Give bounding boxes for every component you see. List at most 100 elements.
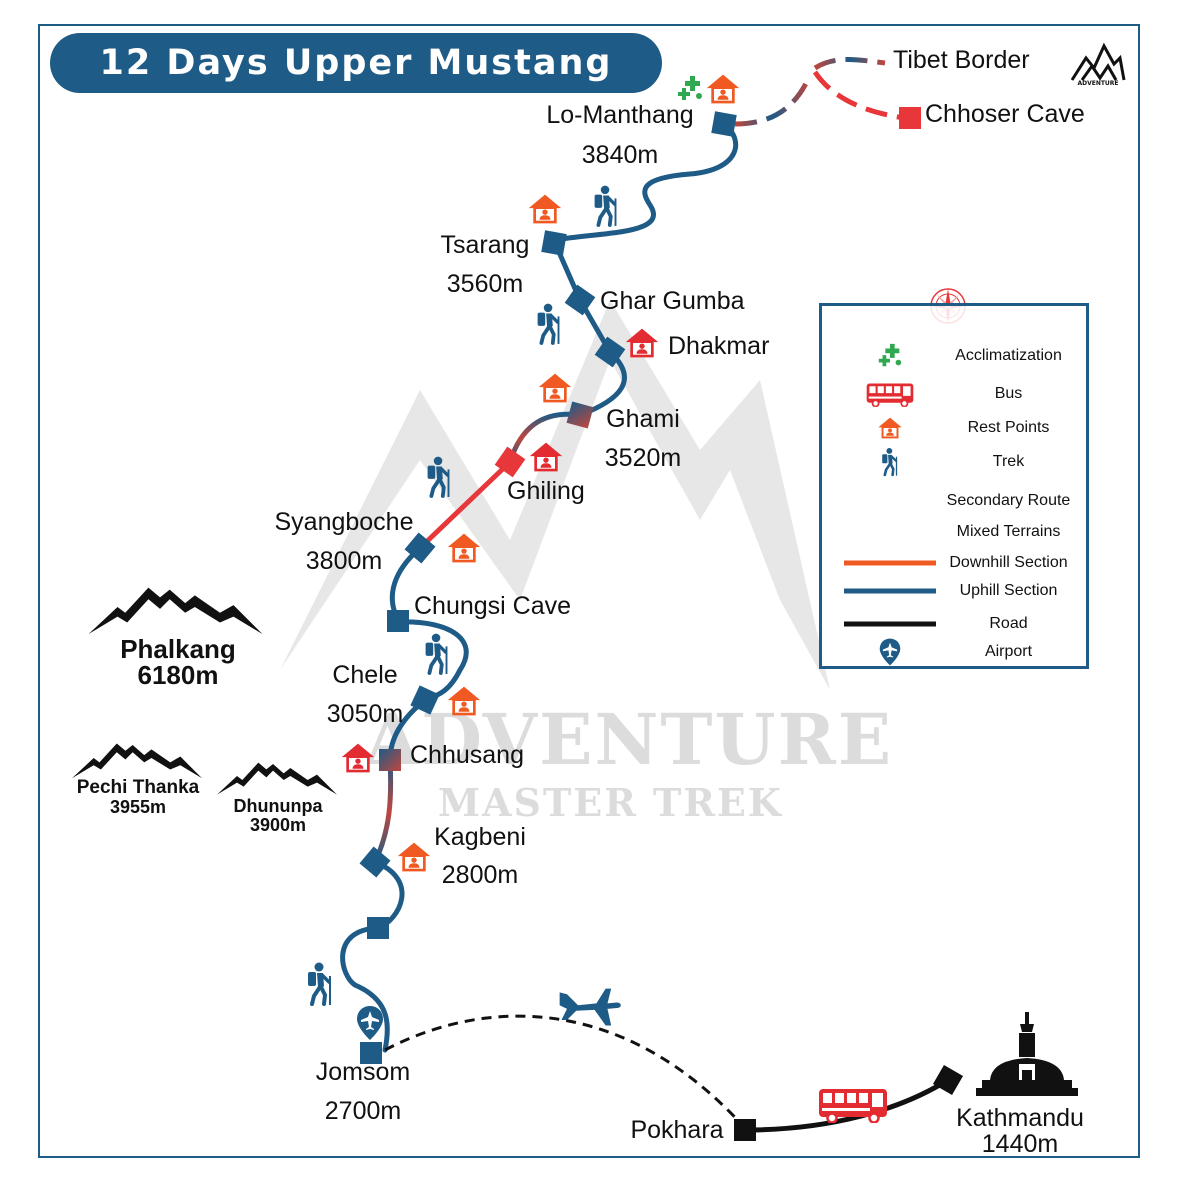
- legend-label: Bus: [994, 385, 1023, 402]
- altitude-chele: 3050m: [326, 700, 404, 728]
- hiker-icon: [535, 302, 561, 346]
- dashed-line-icon: [844, 498, 936, 504]
- stop-chele: [410, 685, 440, 715]
- acclimatization-icon: [678, 76, 702, 100]
- label-lo-manthang: Lo-Manthang: [546, 101, 694, 129]
- legend-row-secondary-route: Secondary Route: [822, 486, 1086, 516]
- house-icon: [397, 842, 431, 872]
- altitude-syangboche: 3800m: [305, 547, 383, 575]
- legend-row-trek: Trek: [822, 447, 1086, 477]
- phalkang-mountain-icon: [88, 587, 263, 635]
- label-dhakmar: Dhakmar: [668, 332, 770, 360]
- dhununpa-mountain-icon: [217, 762, 337, 795]
- stop-chhusang: [379, 749, 401, 771]
- segment-chungsi-chele: [395, 619, 469, 703]
- altitude-kagbeni: 2800m: [441, 861, 519, 889]
- stop-waypoint: [367, 917, 389, 939]
- peak-phalkang-altitude: 6180m: [137, 660, 219, 690]
- label-kathmandu: Kathmandu: [956, 1104, 1084, 1132]
- legend-label: Secondary Route: [946, 492, 1071, 509]
- peak-pechi-thanka-altitude: 3955m: [109, 797, 167, 817]
- stop-markers: [359, 107, 964, 1141]
- page-title: 12 Days Upper Mustang Trek: [50, 33, 662, 143]
- altitude-jomsom: 2700m: [324, 1097, 402, 1125]
- map-frame: [38, 24, 1140, 1158]
- label-chhusang: Chhusang: [410, 741, 524, 769]
- legend-row-airport: Airport: [822, 637, 1086, 667]
- altitude-tsarang: 3560m: [446, 270, 524, 298]
- label-ghami: Ghami: [606, 405, 680, 433]
- red-line-icon: [844, 560, 936, 566]
- stop-pokhara: [734, 1119, 756, 1141]
- black-line-icon: [844, 621, 936, 627]
- house-icon: [447, 686, 481, 716]
- stop-tsarang: [541, 230, 567, 256]
- stop-ghar-gumba: [564, 284, 596, 316]
- gradient-line-icon: [844, 529, 936, 535]
- label-kagbeni: Kagbeni: [434, 823, 526, 851]
- legend-label: Acclimatization: [955, 347, 1062, 364]
- stop-chungsi: [387, 610, 409, 632]
- peak-phalkang-name: Phalkang: [120, 634, 236, 664]
- stop-jomsom: [360, 1042, 382, 1064]
- stop-kathmandu: [932, 1064, 964, 1096]
- altitude-ghami: 3520m: [604, 444, 682, 472]
- stop-kagbeni: [359, 846, 391, 878]
- segment-chhusang-kagbeni: [372, 757, 394, 865]
- legend-row-bus: Bus: [822, 379, 1086, 409]
- legend-label: Mixed Terrains: [956, 523, 1061, 540]
- house-icon: [877, 416, 903, 440]
- plus-cross-icon: [876, 342, 904, 370]
- label-chhoser-cave: Chhoser Cave: [925, 100, 1085, 128]
- altitude-lo-manthang: 3840m: [581, 141, 659, 169]
- segment-kagbeni-jomsom: [340, 859, 405, 1053]
- segment-ghiling-syangboche: [417, 459, 513, 551]
- label-pokhara: Pokhara: [630, 1116, 724, 1144]
- legend-row-road: Road: [822, 609, 1086, 639]
- label-chele: Chele: [332, 661, 398, 689]
- label-tsarang: Tsarang: [440, 231, 530, 259]
- logo-text: ADVENTURE: [1077, 80, 1119, 87]
- hiker-icon: [423, 632, 449, 676]
- label-chungsi-cave: Chungsi Cave: [414, 592, 572, 620]
- trek-route: [340, 121, 739, 1053]
- secondary-route: [734, 57, 906, 127]
- stop-syangboche: [404, 532, 436, 564]
- altitude-kathmandu: 1440m: [981, 1130, 1059, 1158]
- stop-lomanthang: [711, 111, 737, 137]
- flight-path: [384, 1014, 747, 1130]
- segment-lomanthang-tsarang: [552, 121, 739, 243]
- legend-row-uphill: Uphill Section: [822, 576, 1086, 606]
- label-jomsom: Jomsom: [315, 1058, 411, 1086]
- house-icon: [538, 373, 572, 403]
- mountain-logo-icon: [1070, 42, 1126, 81]
- peak-pechi-thanka-name: Pechi Thanka: [76, 777, 200, 798]
- label-syangboche: Syangboche: [274, 508, 414, 536]
- legend-row-downhill: Downhill Section: [822, 548, 1086, 578]
- legend-row-acclimatization: Acclimatization: [822, 341, 1086, 371]
- house-icon: [528, 194, 562, 224]
- house-icon: [625, 328, 659, 358]
- legend-label: Road: [989, 615, 1028, 632]
- stupa-icon: [976, 1012, 1078, 1096]
- house-icon: [447, 533, 481, 563]
- hiker-icon: [308, 963, 330, 1006]
- legend-label: Rest Points: [967, 419, 1050, 436]
- stop-ghami: [566, 401, 594, 429]
- stop-chhoser-cave: [899, 107, 921, 129]
- label-tibet-border: Tibet Border: [893, 46, 1030, 74]
- house-icon: [706, 74, 740, 104]
- hiker-icon: [592, 184, 618, 228]
- legend-row-rest-points: Rest Points: [822, 413, 1086, 443]
- legend-label: Airport: [984, 643, 1033, 660]
- legend-label: Trek: [992, 453, 1025, 470]
- label-ghar-gumba: Ghar Gumba: [600, 287, 745, 315]
- peak-dhununpa-name: Dhununpa: [233, 796, 323, 816]
- legend: Acclimatization Bus Rest Points Trek Sec…: [819, 303, 1089, 669]
- airport-pin-icon: [878, 637, 902, 667]
- legend-label: Downhill Section: [949, 554, 1068, 571]
- airport-pin-icon: [357, 1006, 383, 1040]
- legend-row-mixed-terrains: Mixed Terrains: [822, 517, 1086, 547]
- peak-dhununpa-altitude: 3900m: [249, 815, 307, 835]
